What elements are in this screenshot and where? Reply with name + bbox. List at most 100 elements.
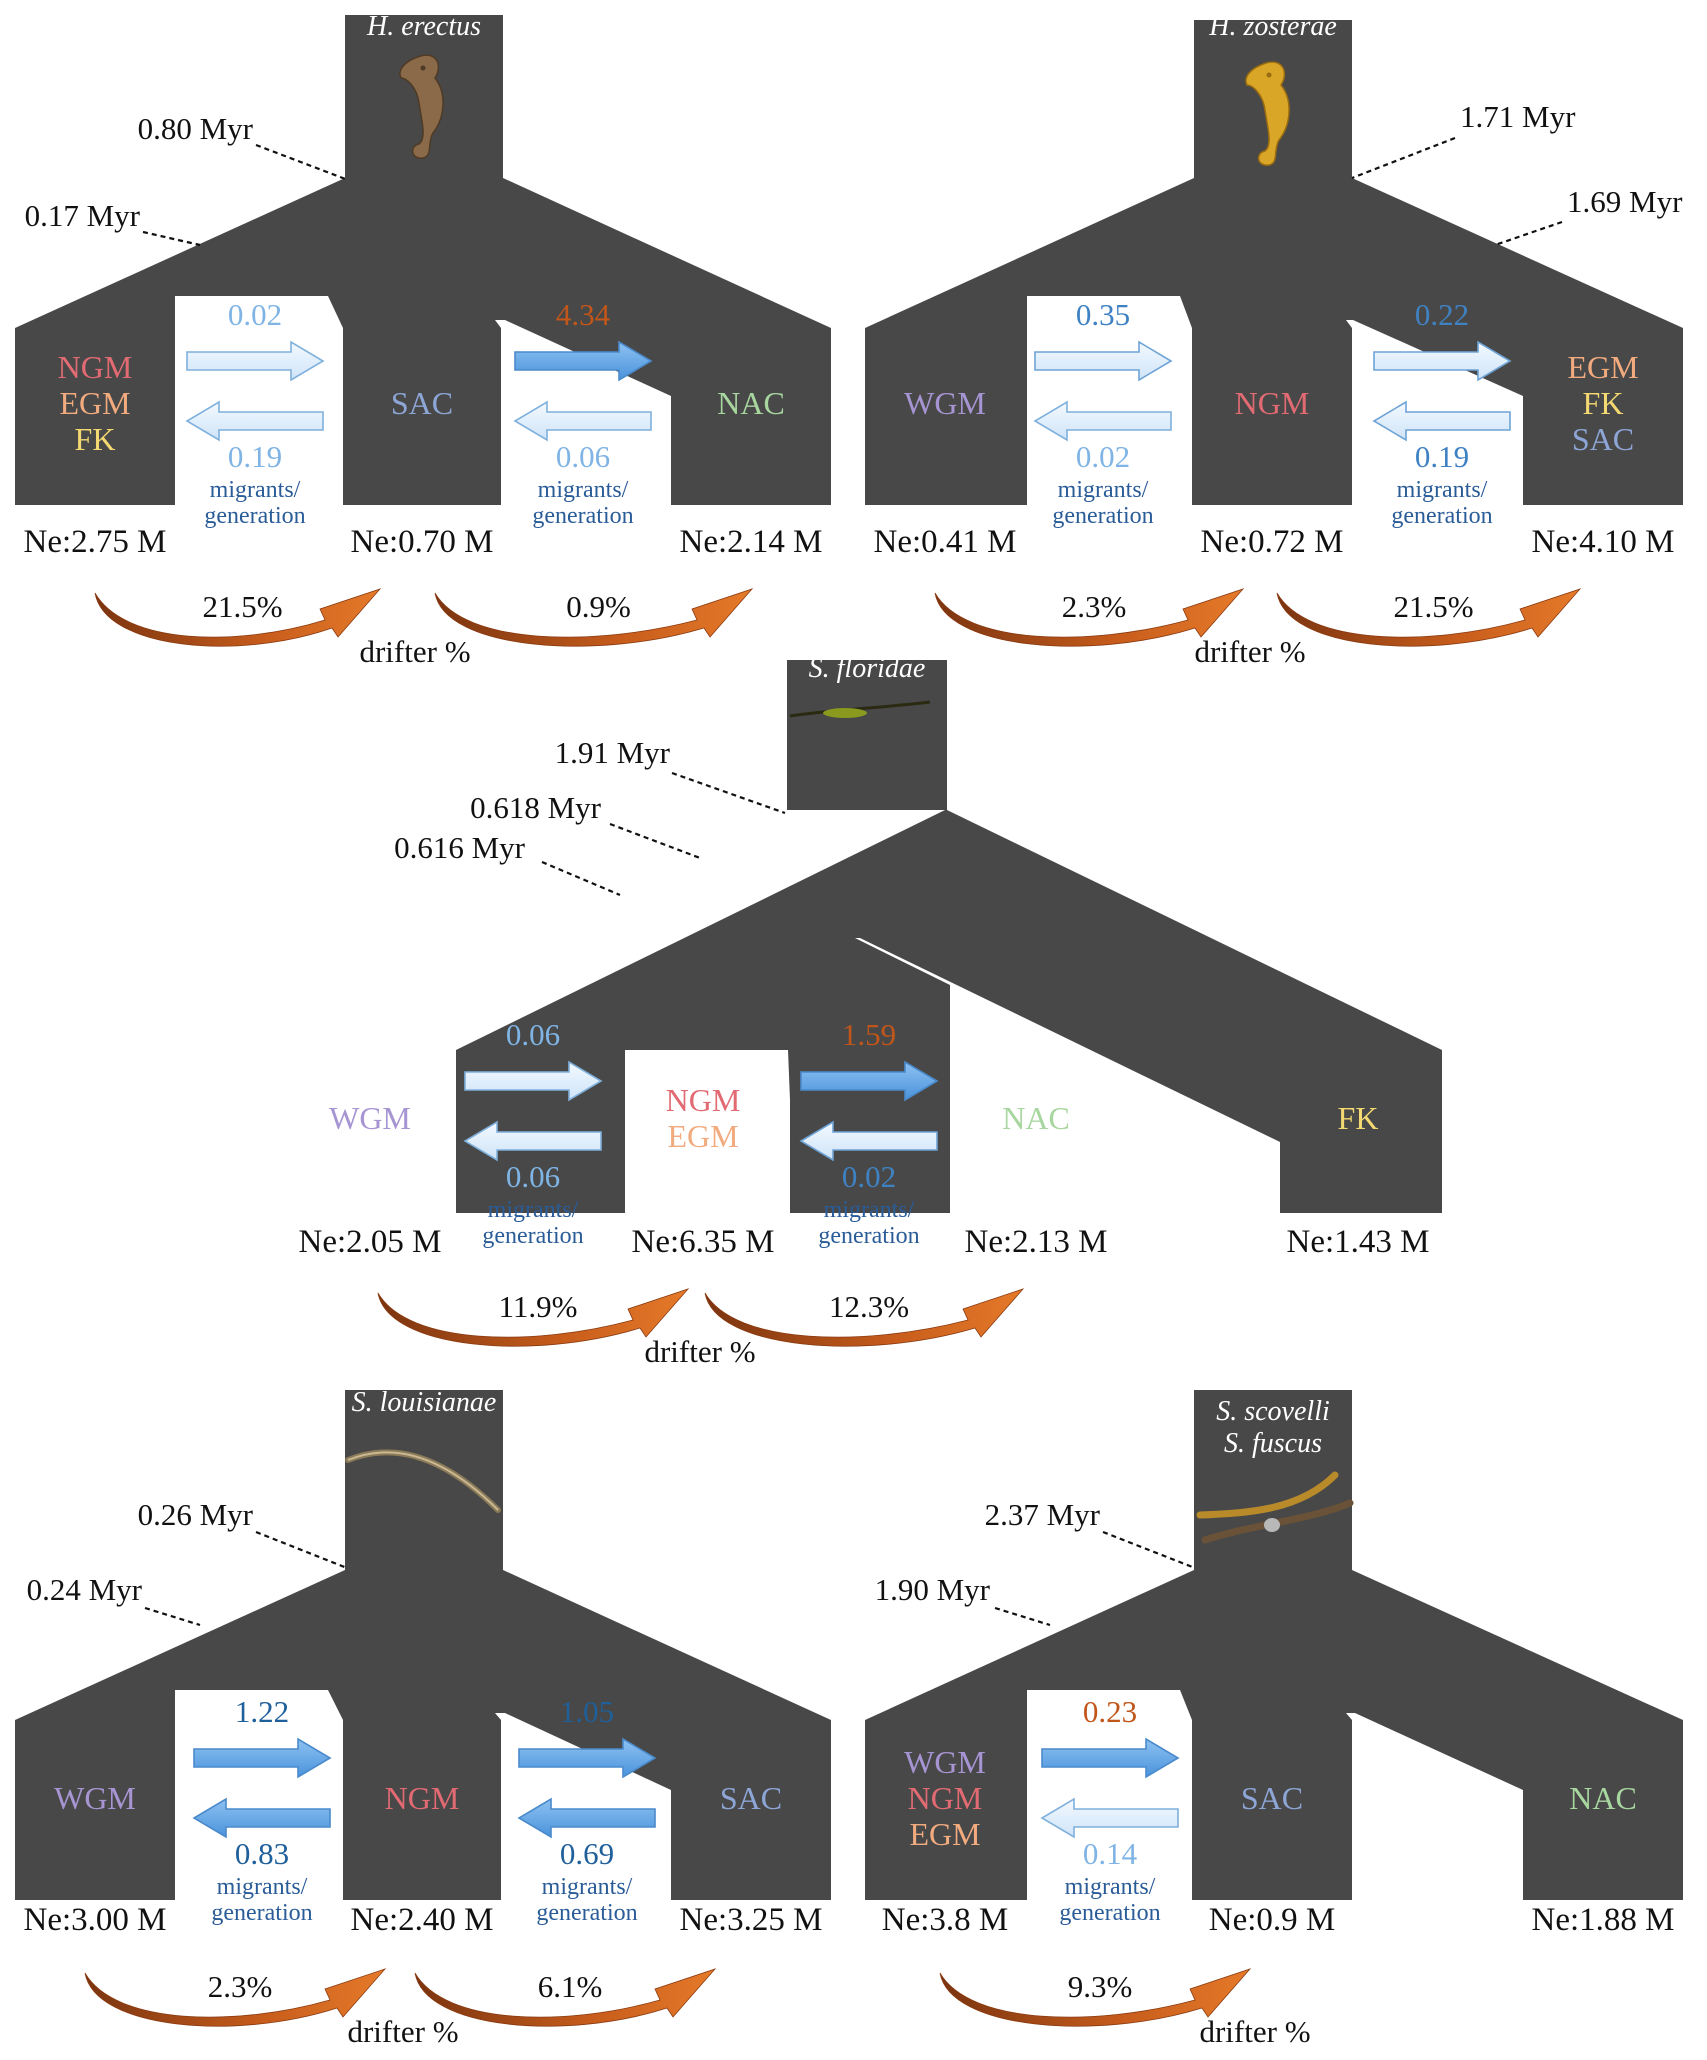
drifter-percentage: 21.5% — [1393, 589, 1473, 624]
migrants-label: migrants/ — [488, 1197, 579, 1223]
migration-arrow-left — [463, 1120, 602, 1162]
migration-arrow-left — [799, 1120, 938, 1162]
effective-size-label: Ne:6.35 M — [632, 1224, 775, 1260]
drifter-percentage: 9.3% — [1068, 1969, 1133, 2004]
migration-rate-label: 0.02 — [842, 1159, 896, 1194]
region-label: FK — [75, 421, 116, 457]
phylogeny-tree — [15, 15, 831, 505]
drifter-arrow-shape — [939, 1968, 1252, 2027]
specimen-image — [345, 1449, 501, 1513]
drifter-percentage: 0.9% — [566, 589, 631, 624]
migrants-label: migrants/ — [824, 1197, 915, 1223]
drifter-arrow — [434, 588, 754, 647]
drifter-percentage: 2.3% — [1062, 589, 1127, 624]
drifter-arrow-shape — [934, 588, 1245, 647]
region-label: NGM — [385, 1780, 460, 1816]
region-label: SAC — [391, 385, 453, 421]
drifter-label: drifter % — [1194, 634, 1305, 669]
eye-icon — [1266, 72, 1272, 78]
region-label: EGM — [667, 1118, 738, 1154]
drifter-label: drifter % — [644, 1334, 755, 1369]
generation-label: generation — [532, 503, 633, 529]
generation-label: generation — [818, 1223, 919, 1249]
region-label: WGM — [904, 1744, 986, 1780]
migrants-label: migrants/ — [210, 477, 301, 503]
migration-rate-label: 0.69 — [560, 1836, 614, 1871]
migration-rate-label: 1.22 — [235, 1694, 289, 1729]
effective-size-label: Ne:2.05 M — [299, 1224, 442, 1260]
region-label: WGM — [329, 1100, 411, 1136]
drifter-arrow — [939, 1968, 1252, 2027]
migrants-label: migrants/ — [542, 1874, 633, 1900]
species-name: S. floridae — [809, 653, 926, 684]
migrants-label: migrants/ — [1065, 1874, 1156, 1900]
effective-size-label: Ne:1.88 M — [1532, 1902, 1675, 1938]
divergence-time: 0.616 Myr — [394, 830, 526, 865]
divergence-time: 1.71 Myr — [1460, 99, 1576, 134]
region-label: NGM — [666, 1082, 741, 1118]
effective-size-label: Ne:3.25 M — [680, 1902, 823, 1938]
drifter-arrow-shape — [84, 1968, 387, 2027]
effective-size-label: Ne:3.8 M — [882, 1902, 1009, 1938]
drifter-arrow — [414, 1968, 717, 2027]
divergence-leader-line — [144, 1606, 201, 1627]
migration-arrow-left — [185, 400, 324, 442]
migration-rate-label: 0.06 — [506, 1017, 560, 1052]
migration-arrow-left — [513, 400, 652, 442]
pipefish-icon — [1196, 1471, 1339, 1519]
migration-arrow-right — [193, 1737, 332, 1779]
effective-size-label: Ne:0.70 M — [351, 524, 494, 560]
drifter-label: drifter % — [359, 634, 470, 669]
effective-size-label: Ne:0.41 M — [874, 524, 1017, 560]
divergence-leader-line — [255, 1530, 348, 1570]
species-name: S. scovelli — [1216, 1396, 1330, 1427]
divergence-leader-line — [1102, 1530, 1196, 1570]
eye-icon — [420, 65, 426, 71]
migration-rate-label: 0.14 — [1083, 1836, 1138, 1871]
migration-rate-label: 0.06 — [556, 439, 610, 474]
migration-rate-label: 0.06 — [506, 1159, 560, 1194]
specimen-image — [399, 54, 444, 159]
region-label: SAC — [1241, 1780, 1303, 1816]
species-name: H. zosterae — [1208, 11, 1337, 42]
migration-arrow-right — [464, 1060, 603, 1102]
effective-size-label: Ne:0.9 M — [1209, 1902, 1336, 1938]
region-label: NGM — [908, 1780, 983, 1816]
effective-size-label: Ne:2.13 M — [965, 1224, 1108, 1260]
divergence-leader-line — [609, 822, 701, 860]
effective-size-label: Ne:3.00 M — [24, 1902, 167, 1938]
divergence-time: 1.69 Myr — [1567, 184, 1683, 219]
generation-label: generation — [211, 1900, 312, 1926]
drifter-arrow-shape — [414, 1968, 717, 2027]
divergence-leader-line — [1351, 136, 1456, 180]
divergence-leader-line — [994, 1606, 1051, 1627]
drifter-arrow — [94, 588, 382, 647]
pipefish-stripe — [347, 1451, 499, 1511]
generation-label: generation — [1391, 503, 1492, 529]
migration-rate-label: 1.59 — [842, 1017, 896, 1052]
drifter-arrow-shape — [704, 1288, 1025, 1347]
region-label: EGM — [59, 385, 130, 421]
divergence-leader-line — [671, 771, 786, 815]
seahorse-icon — [1245, 61, 1290, 166]
migration-arrow-left — [192, 1797, 331, 1839]
migrants-label: migrants/ — [217, 1874, 308, 1900]
region-label: NAC — [717, 385, 785, 421]
drifter-arrow-shape — [1276, 588, 1582, 647]
region-label: EGM — [1567, 349, 1638, 385]
migration-arrow-left — [517, 1797, 656, 1839]
effective-size-label: Ne:2.75 M — [24, 524, 167, 560]
generation-label: generation — [1052, 503, 1153, 529]
specimen-image — [1245, 61, 1290, 166]
region-label: SAC — [1572, 421, 1634, 457]
divergence-time: 0.26 Myr — [138, 1497, 254, 1532]
region-label: NAC — [1002, 1100, 1070, 1136]
egg-pouch-icon — [1264, 1518, 1280, 1532]
effective-size-label: Ne:2.40 M — [351, 1902, 494, 1938]
phylogeny-tree — [865, 20, 1683, 505]
drifter-percentage: 2.3% — [208, 1969, 273, 2004]
phylogeny-tree — [15, 1390, 831, 1900]
